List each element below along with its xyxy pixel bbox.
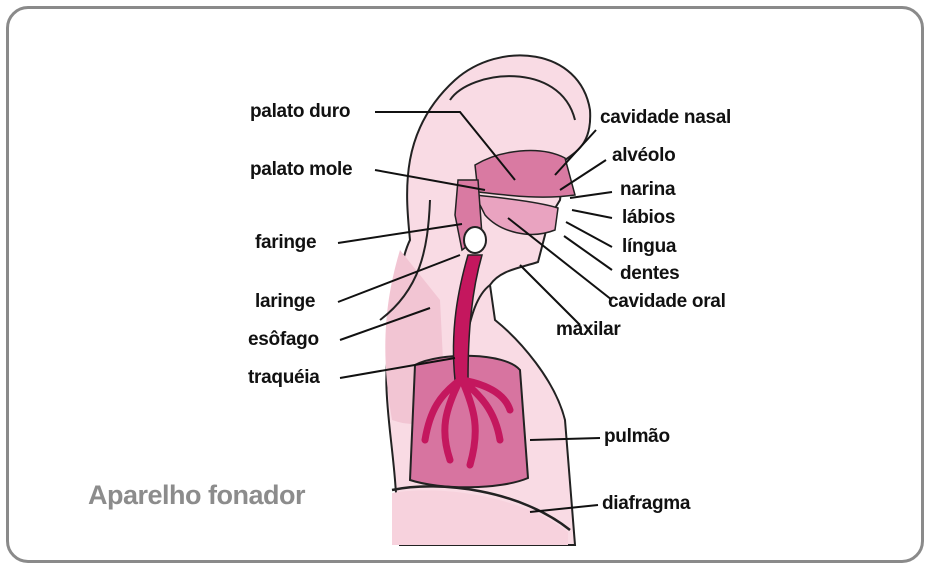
label-alveolo: alvéolo	[612, 146, 675, 165]
label-cavidade-nasal: cavidade nasal	[600, 108, 731, 127]
larynx-shape	[464, 227, 486, 253]
label-lingua: língua	[622, 237, 676, 256]
label-palato-mole: palato mole	[250, 160, 352, 179]
nasal-cavity-shape	[475, 151, 575, 198]
label-pulmao: pulmão	[604, 427, 670, 446]
label-faringe: faringe	[255, 233, 316, 252]
label-narina: narina	[620, 180, 675, 199]
label-labios: lábios	[622, 208, 675, 227]
label-palato-duro: palato duro	[250, 102, 350, 121]
label-laringe: laringe	[255, 292, 315, 311]
label-diafragma: diafragma	[602, 494, 690, 513]
label-dentes: dentes	[620, 264, 679, 283]
label-maxilar: maxilar	[556, 320, 620, 339]
label-traqueia: traquéia	[248, 368, 320, 387]
label-esofago: esôfago	[248, 330, 319, 349]
label-cavidade-oral: cavidade oral	[608, 292, 726, 311]
diagram-caption: Aparelho fonador	[88, 480, 305, 511]
